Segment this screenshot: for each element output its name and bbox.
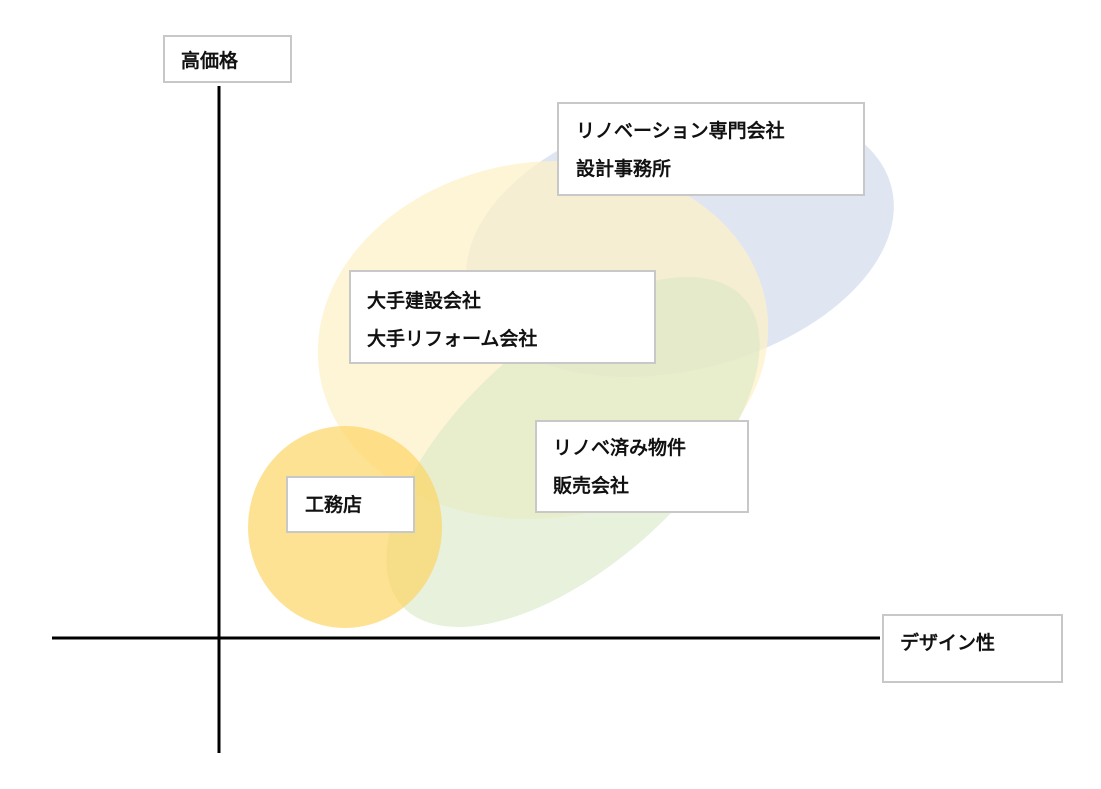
- x-axis-label: デザイン性: [882, 614, 1063, 683]
- label-line: 大手建設会社: [367, 290, 482, 312]
- label-resale: リノベ済み物件 販売会社: [535, 420, 749, 513]
- label-line: 設計事務所: [576, 158, 672, 180]
- label-line: リノベーション専門会社: [576, 120, 785, 142]
- y-axis-label: 高価格: [163, 35, 292, 83]
- label-renovation: リノベーション専門会社 設計事務所: [557, 102, 865, 196]
- label-line: 販売会社: [553, 475, 630, 497]
- label-line: リノベ済み物件: [553, 437, 687, 459]
- label-builder: 工務店: [286, 476, 415, 533]
- label-line: 工務店: [305, 494, 363, 516]
- label-line: 大手リフォーム会社: [367, 328, 538, 350]
- label-major: 大手建設会社 大手リフォーム会社: [349, 270, 656, 364]
